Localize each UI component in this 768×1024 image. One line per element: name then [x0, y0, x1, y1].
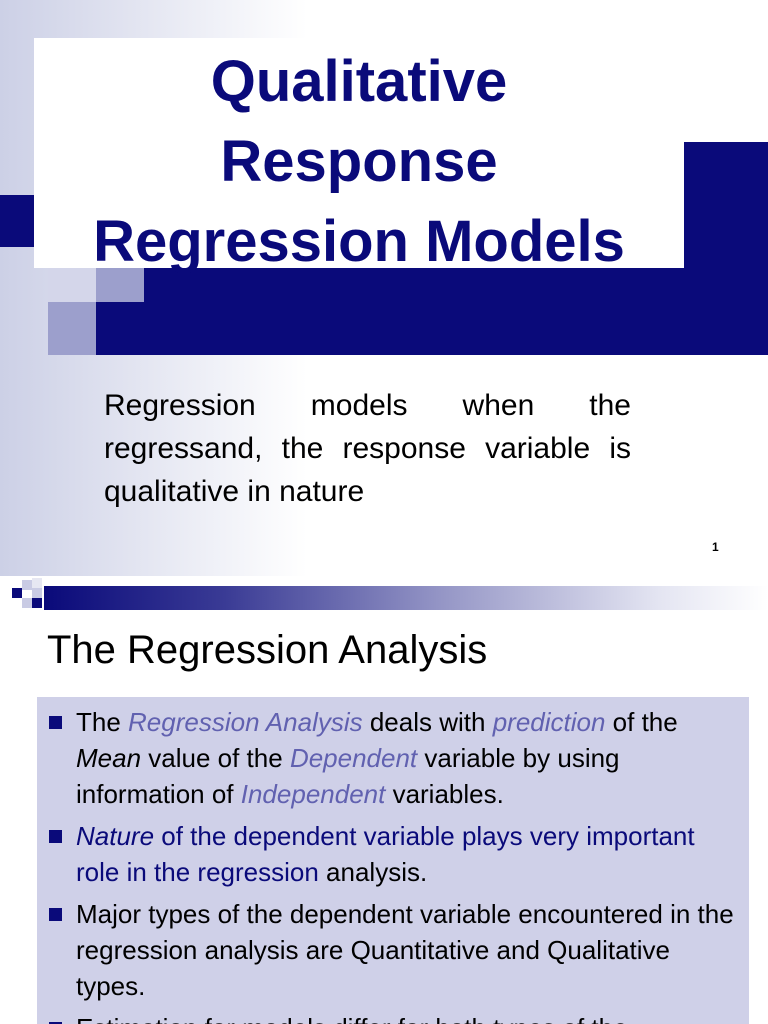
text-run: variable by using information of	[76, 743, 620, 809]
slide-1: Qualitative Response Regression Models R…	[0, 0, 768, 576]
navy-decorative-block-left	[0, 195, 34, 247]
bullet-item: Nature of the dependent variable plays v…	[48, 818, 738, 890]
navy-decorative-band	[95, 268, 768, 355]
square-bullet-icon	[49, 830, 62, 843]
text-run: prediction	[492, 707, 606, 737]
navy-decorative-block-right	[683, 142, 768, 355]
decorative-square	[48, 268, 96, 303]
text-run: Nature	[76, 821, 155, 851]
text-run: value of the	[141, 743, 290, 773]
pixel-decoration	[22, 598, 32, 608]
square-bullet-icon	[49, 1022, 62, 1024]
text-run: Dependent	[289, 743, 418, 773]
slide-2: The Regression Analysis The Regression A…	[0, 576, 768, 1024]
text-run: Mean	[76, 743, 142, 773]
pixel-decoration	[22, 580, 32, 590]
title-line: Response	[220, 129, 498, 194]
bullet-item: The Regression Analysis deals with predi…	[48, 704, 738, 812]
text-run: of the	[605, 707, 678, 737]
decorative-square	[48, 302, 96, 355]
gradient-header-bar	[44, 586, 768, 610]
square-bullet-icon	[49, 716, 62, 729]
title-line: Regression Models	[93, 209, 625, 274]
pixel-decoration	[32, 598, 42, 608]
slide-title: The Regression Analysis	[47, 628, 488, 672]
title-line: Qualitative	[210, 49, 508, 114]
text-run: Major types of the dependent variable en…	[76, 899, 734, 1001]
text-run: Regression Analysis	[128, 707, 363, 737]
decorative-square	[96, 268, 144, 302]
content-box	[37, 697, 749, 1024]
pixel-decoration	[32, 588, 42, 598]
slide-number: 1	[712, 540, 719, 554]
text-run: of the dependent variable plays very imp…	[76, 821, 695, 887]
text-run: deals with	[362, 707, 493, 737]
pixel-decoration	[32, 578, 42, 588]
bullet-item: Major types of the dependent variable en…	[48, 896, 738, 1004]
slide-title: Qualitative Response Regression Models	[34, 42, 684, 282]
text-run: analysis.	[318, 857, 428, 887]
text-run: variables.	[385, 779, 504, 809]
text-run: Estimation for models differ for both ty…	[76, 1013, 628, 1024]
text-run: Independent	[240, 779, 386, 809]
bullet-list: The Regression Analysis deals with predi…	[48, 704, 738, 1024]
bullet-item: Estimation for models differ for both ty…	[48, 1010, 738, 1024]
text-run: The	[76, 707, 129, 737]
pixel-decoration	[12, 588, 22, 598]
slide-subtitle: Regression models when the regressand, t…	[104, 389, 631, 508]
square-bullet-icon	[49, 908, 62, 921]
title-box	[34, 38, 684, 268]
